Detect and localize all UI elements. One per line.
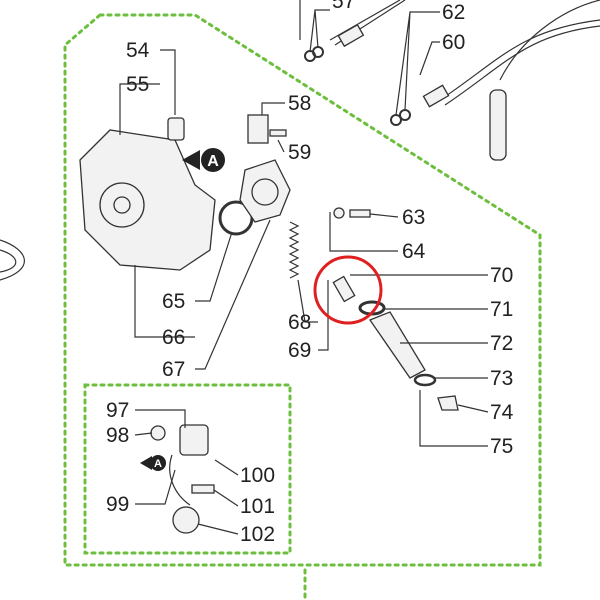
label-98: 98: [106, 424, 129, 447]
label-59: 59: [288, 141, 311, 164]
highlight-circle: [313, 255, 383, 325]
assembly-boundary: [63, 13, 542, 567]
valve-stem-72-part: [369, 311, 426, 379]
label-60: 60: [442, 31, 465, 54]
label-97: 97: [106, 399, 129, 422]
label-75: 75: [490, 435, 513, 458]
sensor-part: [489, 89, 507, 161]
label-74: 74: [490, 401, 514, 424]
label-99: 99: [106, 493, 129, 516]
label-55: 55: [126, 73, 149, 96]
pump-housing-part: [79, 129, 216, 271]
label-58: 58: [288, 92, 311, 115]
spring-68-part: [288, 221, 300, 279]
leader-lines: [119, 0, 489, 535]
label-65: 65: [162, 290, 185, 313]
fitting-54-part: [167, 117, 185, 141]
screw-101-part: [191, 484, 215, 494]
label-63: 63: [402, 206, 425, 229]
reference-marker-a-small: A: [140, 455, 166, 471]
o-ring-73-part: [413, 373, 437, 387]
connector-part: [337, 23, 365, 48]
label-54: 54: [126, 39, 150, 62]
lever-99-part: [169, 454, 191, 506]
svg-text:A: A: [207, 153, 219, 170]
switch-97-part: [179, 424, 209, 456]
bracket-58-part: [247, 114, 269, 144]
part-labels: 57 62 60 54 55 58 59 63 64 65 66 67 68 6…: [106, 0, 514, 546]
svg-text:A: A: [154, 458, 162, 470]
label-68: 68: [288, 311, 311, 334]
clip-74-part: [437, 395, 459, 411]
screw-59-part: [269, 129, 287, 137]
label-70: 70: [490, 264, 513, 287]
label-71: 71: [490, 298, 513, 321]
label-67: 67: [162, 358, 185, 381]
hose: [499, 0, 600, 81]
label-64: 64: [402, 240, 426, 263]
washer-64-part: [333, 207, 345, 219]
label-100: 100: [240, 464, 275, 487]
valve-70-part: [332, 275, 356, 303]
label-72: 72: [490, 332, 513, 355]
label-102: 102: [240, 523, 275, 546]
valve-body-part: [239, 159, 291, 223]
label-66: 66: [162, 326, 185, 349]
label-101: 101: [240, 495, 275, 518]
reference-marker-a: A: [182, 148, 225, 172]
label-69: 69: [288, 339, 311, 362]
label-57: 57: [332, 0, 355, 13]
knob-102-part: [172, 506, 200, 534]
o-ring-57-part: [304, 50, 316, 62]
o-ring-62-part: [390, 114, 402, 126]
label-62: 62: [442, 1, 465, 24]
sub-assembly-boundary: [83, 383, 292, 555]
connector-part: [422, 84, 450, 108]
label-73: 73: [490, 367, 513, 390]
left-cable: [0, 239, 25, 281]
screw-63-part: [349, 209, 371, 218]
part-98: [150, 425, 166, 441]
